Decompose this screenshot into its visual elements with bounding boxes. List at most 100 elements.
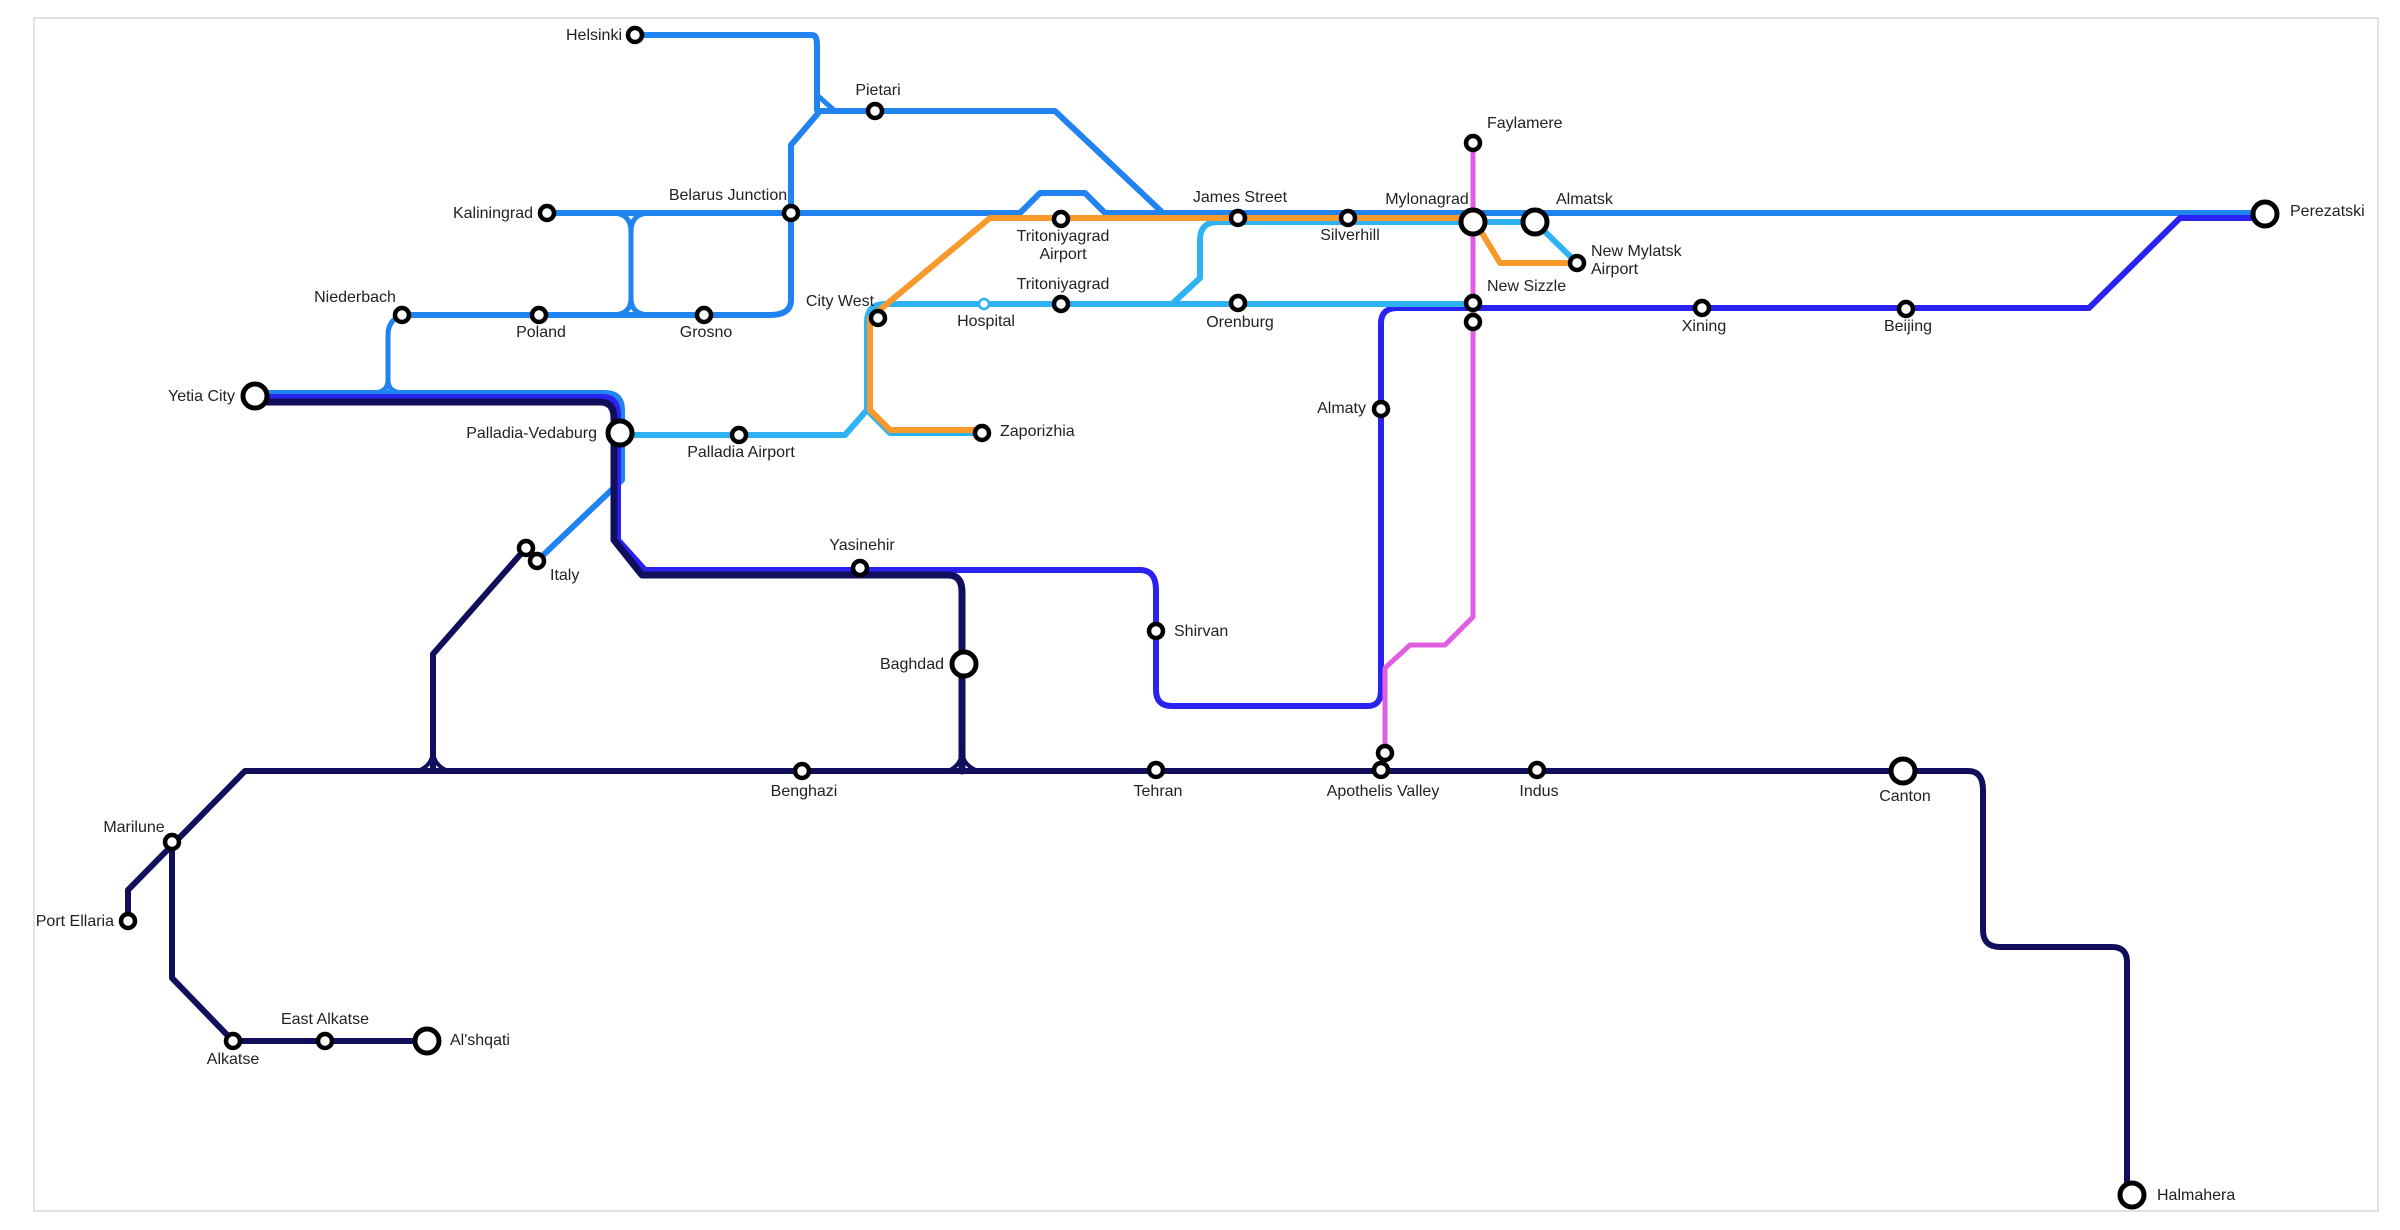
- station-apothelis-valley[interactable]: [1371, 760, 1391, 780]
- station-label-james-street: James Street: [1193, 189, 1288, 206]
- station-silverhill[interactable]: [1338, 208, 1358, 228]
- station-poland[interactable]: [529, 305, 549, 325]
- station-benghazi[interactable]: [792, 761, 812, 781]
- station-yetia-city[interactable]: [240, 381, 270, 411]
- station-label-italy: Italy: [550, 567, 579, 584]
- station-helsinki[interactable]: [625, 25, 645, 45]
- station-label-almaty: Almaty: [1317, 400, 1366, 417]
- station-label-port-ellaria: Port Ellaria: [36, 913, 114, 930]
- station-city-west[interactable]: [868, 308, 888, 328]
- station-label-apothelis-valley: Apothelis Valley: [1327, 783, 1440, 800]
- station-alshqati[interactable]: [412, 1026, 442, 1056]
- station-label-niederbach: Niederbach: [314, 289, 396, 306]
- station-hospital[interactable]: [977, 297, 991, 311]
- station-beijing[interactable]: [1896, 299, 1916, 319]
- station-label-palladia-airport: Palladia Airport: [687, 444, 795, 461]
- station-label-new-sizzle: New Sizzle: [1487, 278, 1566, 295]
- station-baghdad[interactable]: [949, 649, 979, 679]
- station-label-yasinehir: Yasinehir: [829, 537, 895, 554]
- station-label-poland: Poland: [516, 324, 566, 341]
- station-label-xining: Xining: [1682, 318, 1726, 335]
- station-label-beijing: Beijing: [1884, 318, 1932, 335]
- map-frame: [33, 17, 2379, 1212]
- station-zaporizhia[interactable]: [972, 423, 992, 443]
- station-label-yetia-city: Yetia City: [168, 388, 235, 405]
- station-niederbach[interactable]: [392, 305, 412, 325]
- station-label-city-west: City West: [806, 293, 875, 310]
- italy-interchange-circle[interactable]: [516, 538, 536, 558]
- station-palladia-airport[interactable]: [729, 425, 749, 445]
- blue-line-main: [544, 190, 2268, 216]
- station-label-new-mylatsk-airport-2: Airport: [1591, 261, 1639, 278]
- station-label-tritoniyagrad: Tritoniyagrad: [1017, 276, 1110, 293]
- station-alkatse[interactable]: [223, 1031, 243, 1051]
- station-label-perezatski: Perezatski: [2290, 203, 2365, 220]
- apothelis-valley-interchange-circle[interactable]: [1375, 743, 1395, 763]
- navy-line-yetia-baghdad: [251, 398, 966, 775]
- lines-layer: [125, 32, 2268, 1198]
- station-label-belarus-junction: Belarus Junction: [669, 187, 787, 204]
- station-label-marilune: Marilune: [103, 819, 164, 836]
- station-label-east-alkatse: East Alkatse: [281, 1011, 369, 1028]
- station-almaty[interactable]: [1371, 399, 1391, 419]
- station-pietari[interactable]: [865, 101, 885, 121]
- station-shirvan[interactable]: [1146, 621, 1166, 641]
- station-label-indus: Indus: [1519, 783, 1558, 800]
- station-xining[interactable]: [1692, 298, 1712, 318]
- blue-line-italy: [252, 390, 625, 564]
- station-tehran[interactable]: [1146, 760, 1166, 780]
- station-label-silverhill: Silverhill: [1320, 227, 1380, 244]
- station-italy[interactable]: [527, 551, 547, 571]
- pink-line: [1382, 140, 1476, 756]
- station-port-ellaria[interactable]: [118, 911, 138, 931]
- station-perezatski[interactable]: [2250, 199, 2280, 229]
- station-mylonagrad[interactable]: [1458, 207, 1488, 237]
- station-faylamere[interactable]: [1463, 133, 1483, 153]
- station-label-kaliningrad: Kaliningrad: [453, 205, 533, 222]
- station-almatsk[interactable]: [1520, 207, 1550, 237]
- blue-line-connector-b: [628, 210, 653, 318]
- station-label-alshqati: Al'shqati: [450, 1032, 510, 1049]
- new-sizzle-interchange-circle[interactable]: [1463, 312, 1483, 332]
- station-halmahera[interactable]: [2117, 1180, 2147, 1210]
- station-label-benghazi: Benghazi: [771, 783, 838, 800]
- station-marilune[interactable]: [162, 832, 182, 852]
- station-label-tritoniyagrad-airport-1: Tritoniyagrad: [1017, 228, 1110, 245]
- station-label-helsinki: Helsinki: [566, 27, 622, 44]
- station-kaliningrad[interactable]: [537, 203, 557, 223]
- stations-layer: [118, 25, 2280, 1210]
- station-canton[interactable]: [1888, 756, 1918, 786]
- station-label-zaporizhia: Zaporizhia: [1000, 423, 1075, 440]
- navy-line-main: [125, 768, 2130, 1198]
- sky-line-main: [619, 219, 1580, 438]
- navy-line-junction-b: [946, 748, 980, 773]
- station-palladia-vedaburg[interactable]: [605, 418, 635, 448]
- navy-line-junction-a: [416, 748, 450, 773]
- station-label-alkatse: Alkatse: [207, 1051, 260, 1068]
- station-label-grosno: Grosno: [680, 324, 733, 341]
- station-label-orenburg: Orenburg: [1206, 314, 1274, 331]
- station-label-baghdad: Baghdad: [880, 656, 944, 673]
- station-label-shirvan: Shirvan: [1174, 623, 1228, 640]
- navy-line-italy-branch: [430, 545, 529, 774]
- station-james-street[interactable]: [1228, 208, 1248, 228]
- station-tritoniyagrad[interactable]: [1051, 294, 1071, 314]
- station-tritoniyagrad-airport-1[interactable]: [1051, 209, 1071, 229]
- station-label-mylonagrad: Mylonagrad: [1385, 191, 1469, 208]
- station-label-palladia-vedaburg: Palladia-Vedaburg: [466, 425, 597, 442]
- station-east-alkatse[interactable]: [315, 1031, 335, 1051]
- blue-line-connector-a: [609, 210, 634, 318]
- station-grosno[interactable]: [694, 305, 714, 325]
- station-new-sizzle[interactable]: [1463, 293, 1483, 313]
- station-label-faylamere: Faylamere: [1487, 115, 1563, 132]
- station-yasinehir[interactable]: [850, 558, 870, 578]
- station-new-mylatsk-airport-1[interactable]: [1567, 253, 1587, 273]
- orange-line: [867, 215, 1580, 433]
- station-label-tritoniyagrad-airport-2: Airport: [1039, 246, 1087, 263]
- royal-line: [252, 215, 2268, 709]
- station-belarus-junction[interactable]: [781, 203, 801, 223]
- station-orenburg[interactable]: [1228, 293, 1248, 313]
- station-label-tehran: Tehran: [1134, 783, 1183, 800]
- station-indus[interactable]: [1527, 760, 1547, 780]
